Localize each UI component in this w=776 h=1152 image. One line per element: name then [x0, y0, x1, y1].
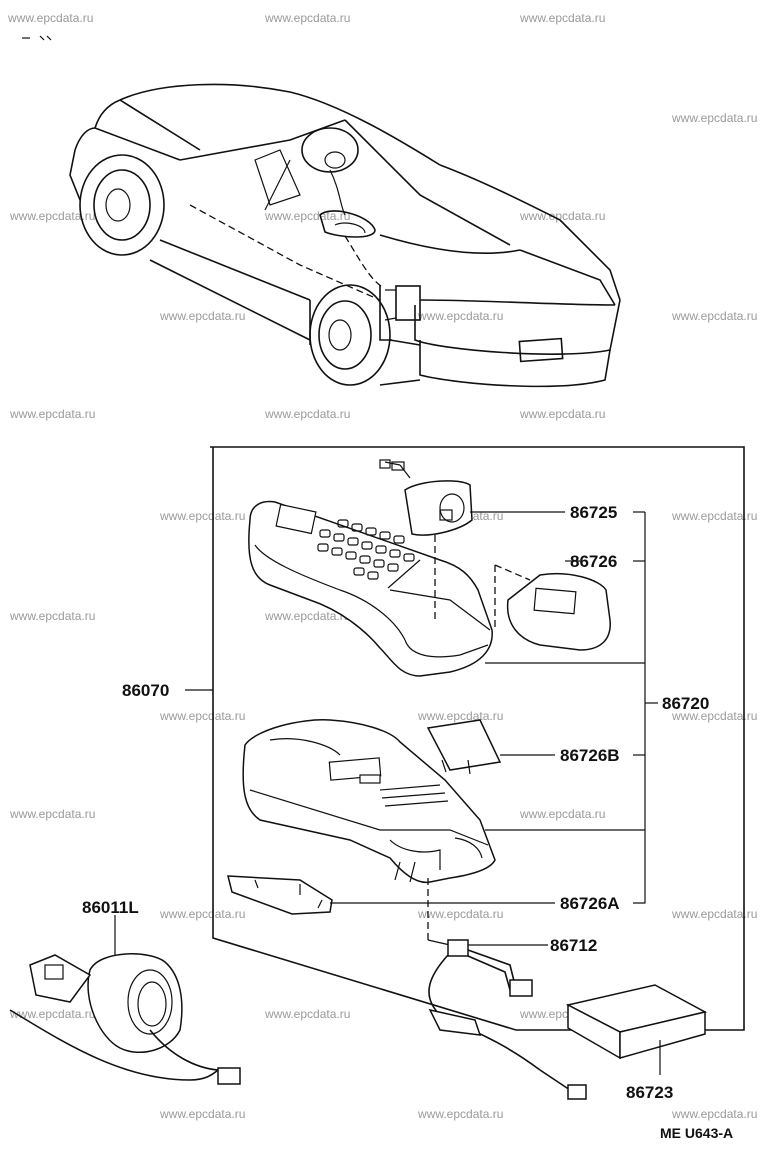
watermark: www.epcdata.ru [519, 209, 605, 223]
label-86712: 86712 [550, 936, 597, 955]
part-86726-battery [494, 564, 611, 651]
watermark: www.epcdata.ru [7, 11, 93, 25]
label-86725: 86725 [570, 503, 617, 522]
watermark: www.epcdata.ru [264, 11, 350, 25]
watermark: www.epcdata.ru [9, 407, 95, 421]
watermark: www.epcdata.ru [159, 907, 245, 921]
watermark: www.epcdata.ru [671, 509, 757, 523]
watermark: www.epcdata.ru [159, 309, 245, 323]
car-illustration [69, 83, 621, 388]
label-86720: 86720 [662, 694, 709, 713]
part-86726B-plate [426, 719, 502, 775]
watermark: www.epcdata.ru [9, 209, 95, 223]
part-86725-cap [379, 459, 473, 620]
watermark: www.epcdata.ru [264, 1007, 350, 1021]
watermark: www.epcdata.ru [9, 1007, 95, 1021]
watermark: www.epcdata.ru [671, 1107, 757, 1121]
watermark: www.epcdata.ru [671, 709, 757, 723]
keypad [317, 519, 415, 580]
cradle [242, 719, 496, 884]
diagram-code: ME U643-A [660, 1125, 733, 1141]
part-labels: 86725 86726 86070 86720 86726B 86726A 86… [82, 503, 709, 1102]
watermark: www.epcdata.ru [417, 309, 503, 323]
label-86011L: 86011L [82, 898, 139, 917]
watermark: www.epcdata.ru [159, 709, 245, 723]
watermark: www.epcdata.ru [9, 609, 95, 623]
label-86726B: 86726B [560, 746, 620, 765]
label-86070: 86070 [122, 681, 169, 700]
label-86726: 86726 [570, 552, 617, 571]
label-86726A: 86726A [560, 894, 620, 913]
watermark: www.epcdata.ru [159, 509, 245, 523]
watermark: www.epcdata.ru [264, 209, 350, 223]
watermark: www.epcdata.ru [9, 807, 95, 821]
part-86726A-bracket [227, 875, 333, 915]
part-86011L-module [9, 953, 241, 1085]
handset [248, 500, 493, 677]
corner-marks [22, 35, 52, 41]
part-86712-wiring [427, 878, 587, 1100]
watermark: www.epcdata.ru [519, 807, 605, 821]
watermark: www.epcdata.ru [417, 709, 503, 723]
part-86723-unit [565, 984, 708, 1060]
watermark: www.epcdata.ru [417, 907, 503, 921]
watermark: www.epcdata.ru [519, 11, 605, 25]
watermark: www.epcdata.ru [264, 609, 350, 623]
watermark: www.epcdata.ru [671, 111, 757, 125]
leader-lines [114, 511, 661, 1075]
watermark: www.epcdata.ru [671, 309, 757, 323]
watermark: www.epcdata.ru [159, 1107, 245, 1121]
watermark: www.epcdata.ru [519, 407, 605, 421]
watermark: www.epcdata.ru [671, 907, 757, 921]
watermark: www.epcdata.ru [417, 1107, 503, 1121]
watermark: www.epcdata.ru [264, 407, 350, 421]
label-86723: 86723 [626, 1083, 673, 1102]
